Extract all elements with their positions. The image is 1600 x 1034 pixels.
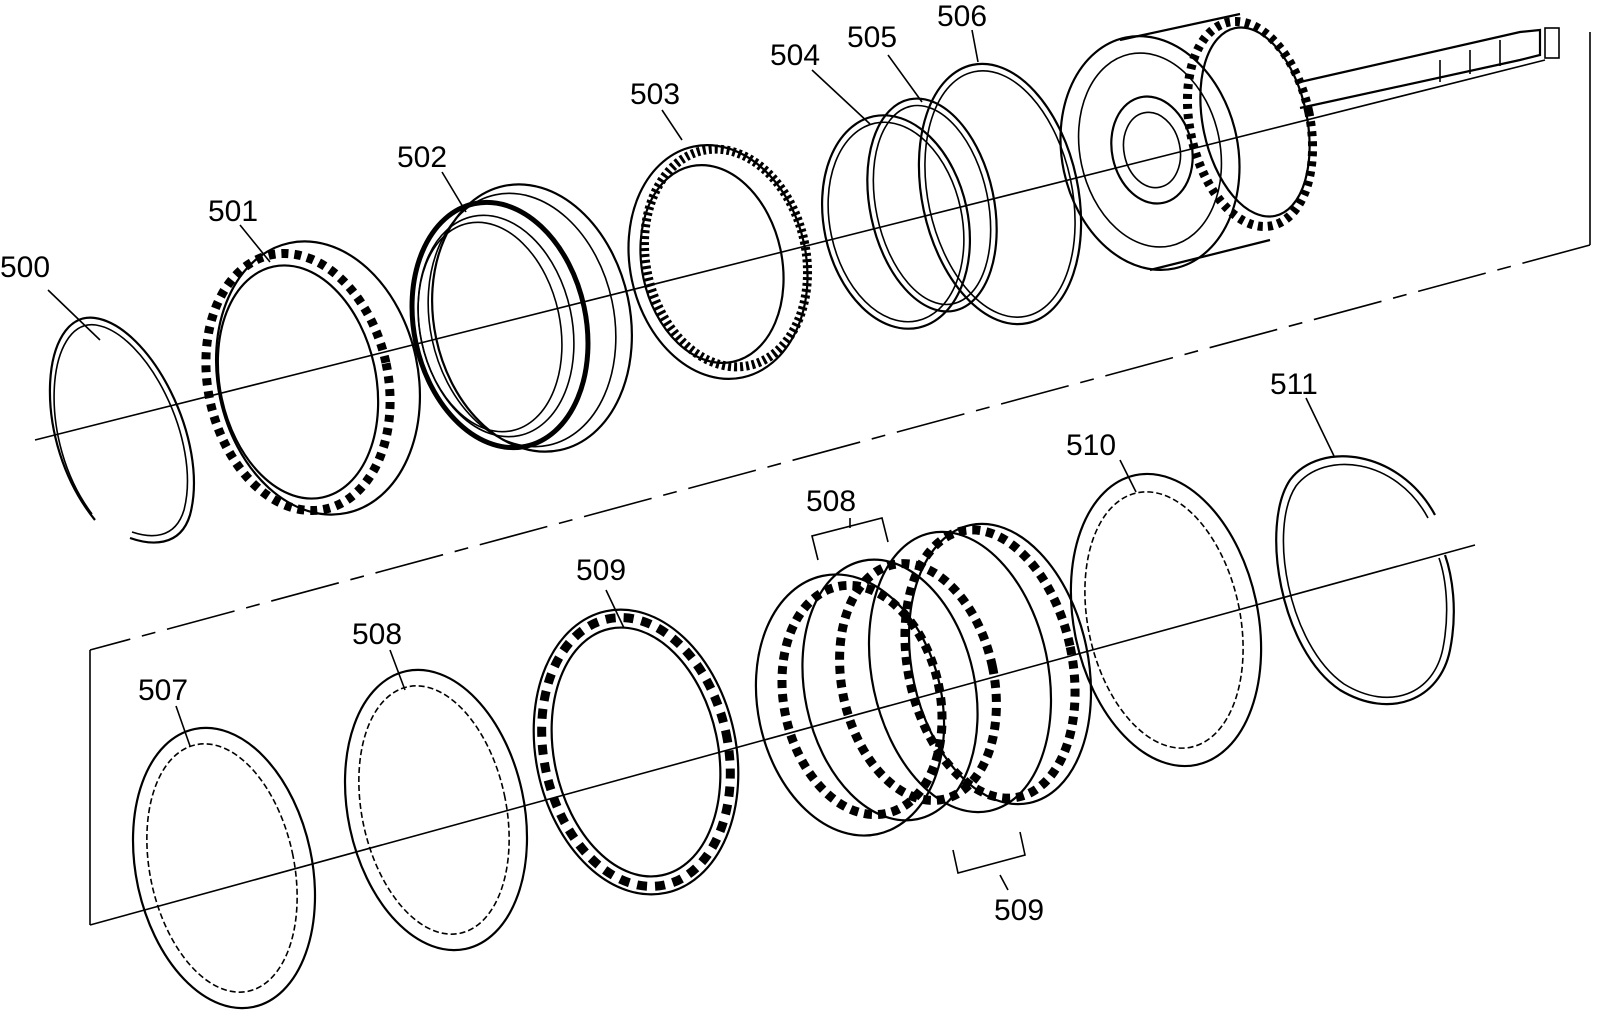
part-clutch-housing — [1059, 12, 1560, 272]
label-502: 502 — [397, 141, 447, 174]
part-504-seal — [820, 114, 972, 330]
label-508-upper: 508 — [806, 485, 856, 518]
part-505-seal — [866, 97, 998, 313]
part-506-seal — [917, 62, 1083, 326]
part-501-clutch-plate — [201, 240, 422, 516]
label-503: 503 — [630, 78, 680, 111]
label-510: 510 — [1066, 429, 1116, 462]
part-507-clutch-plate — [131, 726, 317, 1010]
axis-lines — [34, 32, 1591, 926]
label-509-upper: 509 — [994, 894, 1044, 927]
part-labels: 500 501 502 503 504 505 506 507 508 509 … — [0, 0, 1318, 927]
part-plate-stack — [754, 517, 1093, 874]
part-508-clutch-plate — [343, 668, 529, 952]
part-503-return-spring — [627, 144, 813, 380]
label-501: 501 — [208, 195, 258, 228]
label-507: 507 — [138, 674, 188, 707]
part-509-friction-plate — [532, 608, 740, 896]
label-504: 504 — [770, 39, 820, 72]
label-505: 505 — [847, 21, 897, 54]
part-511-snap-ring — [1275, 455, 1455, 706]
leader-lines — [47, 29, 1335, 891]
label-506: 506 — [937, 0, 987, 33]
part-510-clutch-plate — [1069, 472, 1263, 768]
label-509-lower: 509 — [576, 554, 626, 587]
part-502-piston — [409, 183, 633, 453]
label-508-lower: 508 — [352, 618, 402, 651]
part-500-snap-ring — [48, 316, 195, 544]
label-511: 511 — [1270, 368, 1318, 401]
label-500: 500 — [0, 251, 50, 284]
